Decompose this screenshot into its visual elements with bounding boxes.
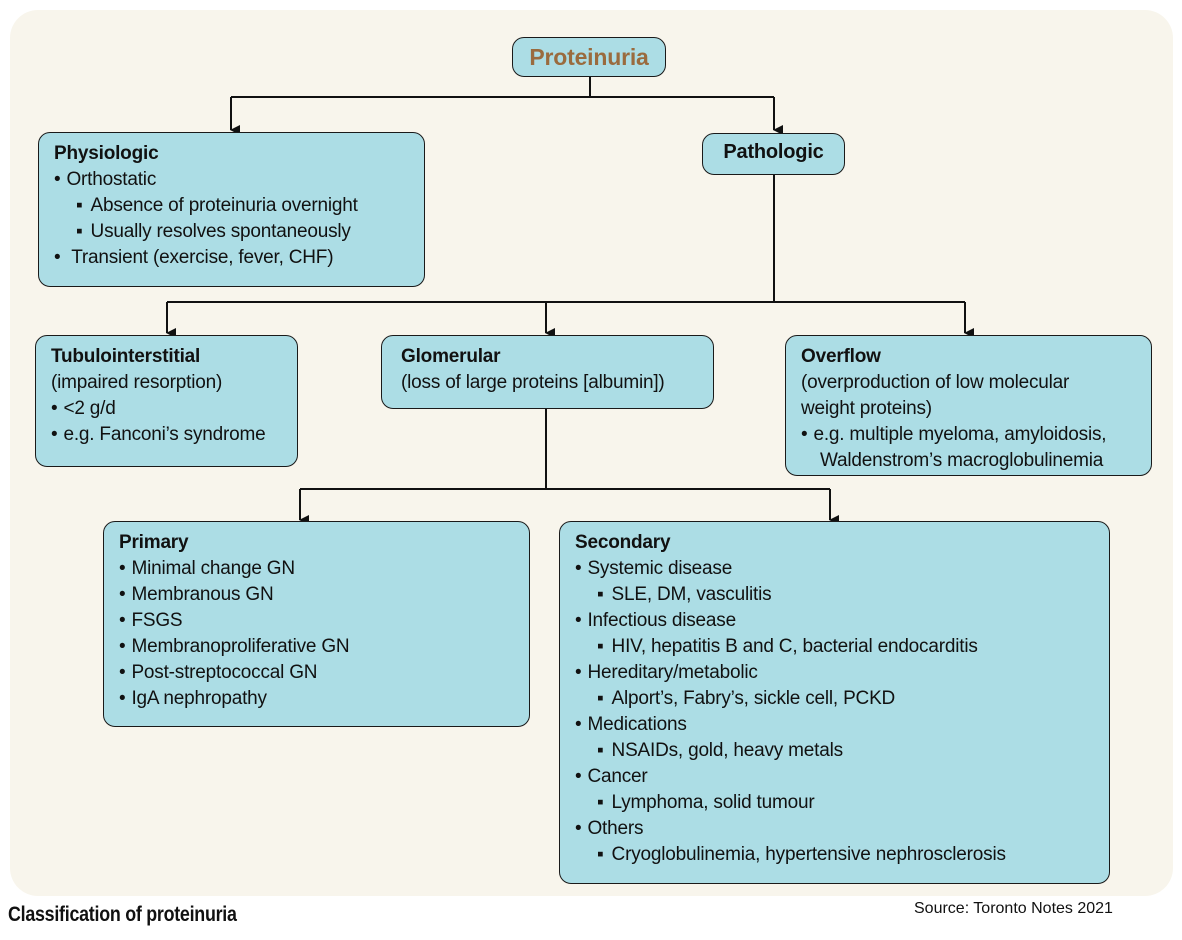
bullet-item: Medications	[575, 712, 1095, 738]
glomerular-title: Glomerular	[401, 346, 501, 367]
node-tubulointerstitial: Tubulointerstitial (impaired resorption)…	[35, 335, 298, 467]
text-line: (impaired resorption)	[51, 372, 223, 393]
bullet-item: Post-streptococcal GN	[119, 660, 515, 686]
bullet-item: Others	[575, 816, 1095, 842]
text-line: Waldenstrom’s macroglobulinemia	[820, 450, 1104, 471]
bullet-item: IgA nephropathy	[119, 686, 515, 712]
sub-bullet-item: Alport’s, Fabry’s, sickle cell, PCKD	[575, 686, 1095, 712]
sub-bullet-item: Absence of proteinuria overnight	[54, 193, 410, 219]
sub-bullet-item: NSAIDs, gold, heavy metals	[575, 738, 1095, 764]
tubulointerstitial-title: Tubulointerstitial	[51, 346, 201, 367]
node-glomerular: Glomerular (loss of large proteins [albu…	[381, 335, 714, 409]
bullet-item: Cancer	[575, 764, 1095, 790]
bullet-item: Infectious disease	[575, 608, 1095, 634]
primary-title: Primary	[119, 532, 189, 553]
bullet-item: Systemic disease	[575, 556, 1095, 582]
bullet-item: e.g. multiple myeloma, amyloidosis,	[801, 422, 1137, 448]
figure-caption: Classification of proteinuria	[8, 903, 237, 926]
overflow-title: Overflow	[801, 346, 881, 367]
connector-root	[231, 76, 774, 98]
bullet-item: <2 g/d	[51, 396, 283, 422]
text-line: weight proteins)	[801, 398, 932, 419]
bullet-item: Membranoproliferative GN	[119, 634, 515, 660]
bullet-item: Transient (exercise, fever, CHF)	[54, 245, 410, 271]
root-title: Proteinuria	[529, 44, 649, 70]
bullet-item: FSGS	[119, 608, 515, 634]
bullet-item: Orthostatic	[54, 167, 410, 193]
node-proteinuria: Proteinuria	[512, 37, 666, 77]
bullet-item: Minimal change GN	[119, 556, 515, 582]
node-primary: Primary Minimal change GNMembranous GNFS…	[103, 521, 530, 727]
connector-pathologic	[167, 175, 965, 303]
source-credit: Source: Toronto Notes 2021	[914, 900, 1113, 917]
bullet-item: e.g. Fanconi’s syndrome	[51, 422, 283, 448]
sub-bullet-item: Cryoglobulinemia, hypertensive nephroscl…	[575, 842, 1095, 868]
physiologic-title: Physiologic	[54, 143, 159, 164]
bullet-item: Membranous GN	[119, 582, 515, 608]
text-line: (loss of large proteins [albumin])	[401, 372, 665, 393]
node-pathologic: Pathologic	[702, 133, 845, 175]
connector-glomerular	[300, 408, 830, 490]
secondary-title: Secondary	[575, 532, 671, 553]
node-physiologic: Physiologic OrthostaticAbsence of protei…	[38, 132, 425, 287]
sub-bullet-item: Usually resolves spontaneously	[54, 219, 410, 245]
node-overflow: Overflow (overproduction of low molecula…	[785, 335, 1152, 476]
text-line: (overproduction of low molecular	[801, 372, 1070, 393]
pathologic-title: Pathologic	[723, 141, 824, 163]
node-secondary: Secondary Systemic diseaseSLE, DM, vascu…	[559, 521, 1110, 884]
bullet-item: Hereditary/metabolic	[575, 660, 1095, 686]
sub-bullet-item: HIV, hepatitis B and C, bacterial endoca…	[575, 634, 1095, 660]
sub-bullet-item: Lymphoma, solid tumour	[575, 790, 1095, 816]
sub-bullet-item: SLE, DM, vasculitis	[575, 582, 1095, 608]
